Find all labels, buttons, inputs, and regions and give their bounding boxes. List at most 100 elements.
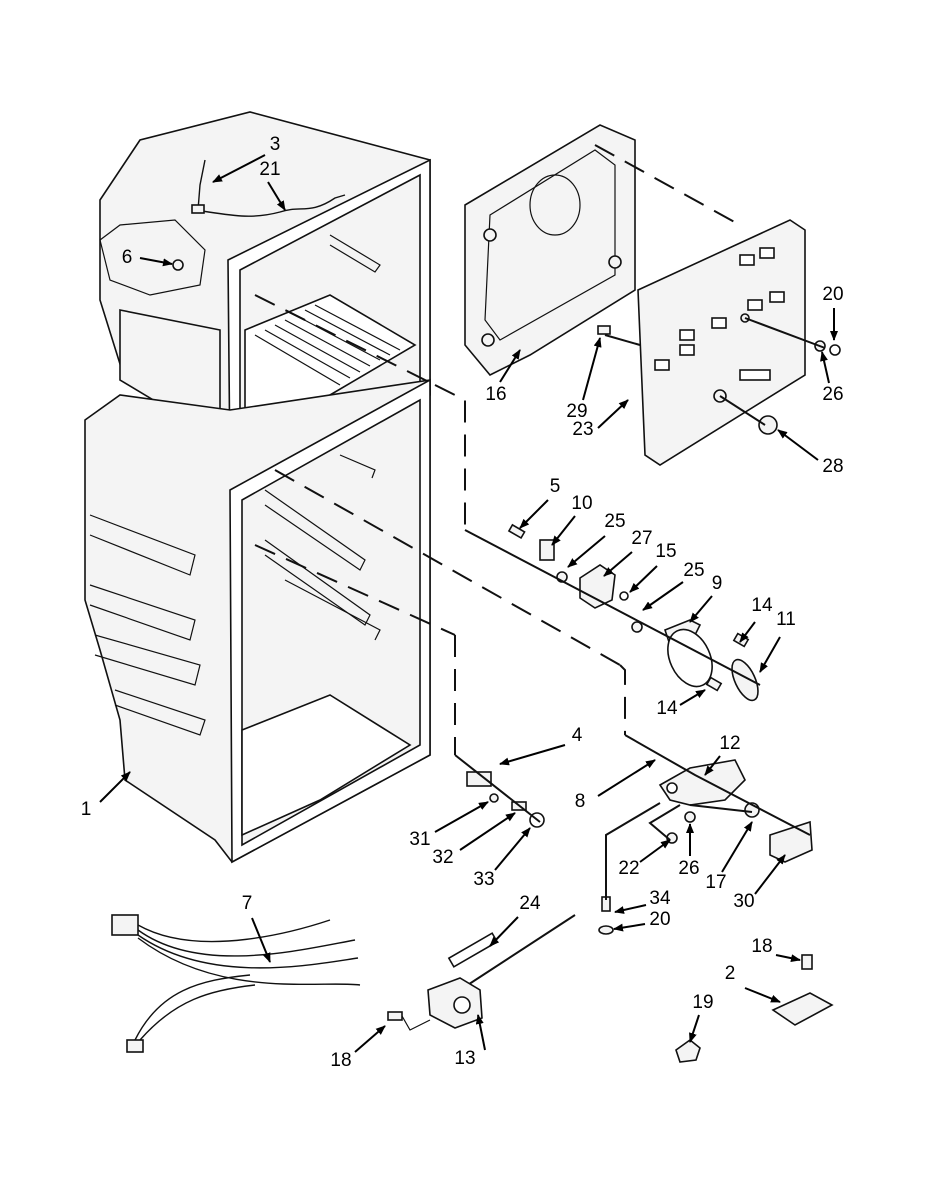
callout-arrow bbox=[354, 1025, 386, 1053]
callout-arrow bbox=[754, 854, 786, 895]
callout-label: 13 bbox=[454, 1048, 475, 1069]
callout-arrow bbox=[603, 551, 633, 577]
control-housing-12 bbox=[658, 759, 813, 863]
clip-29 bbox=[597, 325, 611, 335]
callout-label: 6 bbox=[122, 247, 133, 268]
callout-25: 25 bbox=[567, 511, 626, 568]
callout-4: 4 bbox=[499, 725, 583, 766]
callout-arrow bbox=[679, 689, 706, 706]
callout-18: 18 bbox=[330, 1025, 386, 1071]
callout-arrow bbox=[744, 987, 781, 1003]
callout-label: 12 bbox=[719, 733, 740, 754]
evaporator-cover-rear-16 bbox=[464, 124, 636, 376]
wire-harness-7 bbox=[111, 914, 361, 1053]
callout-label: 29 bbox=[566, 401, 587, 422]
callout-arrow bbox=[267, 181, 286, 211]
latch-4 bbox=[466, 771, 492, 787]
callout-label: 7 bbox=[242, 893, 253, 914]
callout-arrow bbox=[212, 154, 266, 183]
callout-label: 11 bbox=[776, 609, 796, 630]
assembly-leaders bbox=[254, 144, 826, 900]
callout-arrow bbox=[597, 399, 629, 429]
callout-arrow bbox=[721, 821, 753, 873]
callout-24: 24 bbox=[489, 893, 541, 947]
callout-8: 8 bbox=[575, 759, 656, 812]
callout-arrow bbox=[99, 771, 131, 803]
callout-arrow bbox=[689, 1014, 700, 1043]
cap-20-top bbox=[829, 344, 841, 356]
callout-arrow bbox=[739, 621, 756, 643]
callout-arrow bbox=[499, 349, 521, 383]
capillary bbox=[459, 914, 576, 991]
callout-label: 20 bbox=[649, 909, 670, 930]
evaporator-cover-front-23 bbox=[637, 219, 806, 466]
callout-arrow bbox=[489, 916, 519, 947]
callout-label: 8 bbox=[575, 791, 586, 812]
callout-label: 16 bbox=[485, 384, 506, 405]
callout-arrow bbox=[777, 429, 819, 461]
callout-arrow bbox=[639, 839, 671, 863]
callout-19: 19 bbox=[689, 992, 714, 1043]
callout-label: 18 bbox=[330, 1050, 351, 1071]
fan-assembly bbox=[507, 523, 759, 702]
callout-6: 6 bbox=[122, 247, 173, 268]
callout-arrow bbox=[642, 581, 684, 611]
callout-arrow bbox=[614, 904, 647, 914]
sensor-3 bbox=[197, 159, 206, 211]
callout-label: 25 bbox=[683, 560, 704, 581]
callout-14: 14 bbox=[739, 595, 773, 643]
callout-label: 17 bbox=[705, 872, 726, 893]
screw-18-left bbox=[387, 1011, 403, 1021]
thermostat-13 bbox=[427, 977, 483, 1029]
callout-22: 22 bbox=[618, 839, 671, 879]
callout-label: 22 bbox=[618, 858, 639, 879]
callout-20: 20 bbox=[822, 284, 844, 341]
washer-31 bbox=[489, 793, 499, 803]
callout-label: 26 bbox=[822, 384, 843, 405]
knob-28 bbox=[758, 415, 778, 435]
control-board-2 bbox=[771, 992, 834, 1026]
callout-arrow bbox=[459, 812, 516, 851]
callout-16: 16 bbox=[485, 349, 521, 405]
callout-18: 18 bbox=[751, 936, 801, 963]
callout-33: 33 bbox=[473, 827, 531, 890]
callout-32: 32 bbox=[432, 812, 516, 868]
callout-label: 21 bbox=[259, 159, 280, 180]
callout-11: 11 bbox=[759, 609, 796, 673]
wire-harness-21 bbox=[194, 194, 346, 217]
callout-arrow bbox=[613, 923, 646, 932]
callout-label: 18 bbox=[751, 936, 772, 957]
callout-arrow bbox=[494, 827, 531, 871]
callout-7: 7 bbox=[242, 893, 271, 963]
callout-arrow bbox=[499, 744, 566, 766]
washer-20 bbox=[598, 925, 614, 935]
callout-3: 3 bbox=[212, 134, 281, 183]
callout-arrow bbox=[759, 636, 781, 673]
callout-29: 29 bbox=[566, 337, 602, 422]
callout-label: 14 bbox=[656, 698, 678, 719]
callout-label: 5 bbox=[550, 476, 561, 497]
tube-24 bbox=[447, 932, 499, 968]
callout-arrow bbox=[551, 515, 576, 546]
callout-21: 21 bbox=[259, 159, 286, 211]
callout-26: 26 bbox=[678, 823, 700, 879]
callout-arrow bbox=[567, 535, 606, 568]
callout-label: 19 bbox=[692, 992, 713, 1013]
callout-31: 31 bbox=[409, 801, 489, 850]
callout-label: 23 bbox=[572, 419, 593, 440]
callout-label: 3 bbox=[270, 134, 281, 155]
callout-label: 9 bbox=[712, 573, 723, 594]
callout-26: 26 bbox=[820, 351, 844, 405]
callout-label: 32 bbox=[432, 847, 453, 868]
callout-label: 15 bbox=[655, 541, 676, 562]
callout-17: 17 bbox=[705, 821, 753, 893]
callout-arrow bbox=[689, 595, 713, 623]
screw-18-right bbox=[801, 954, 813, 970]
callout-10: 10 bbox=[551, 493, 593, 546]
callout-arrow bbox=[519, 499, 549, 529]
callout-5: 5 bbox=[519, 476, 561, 529]
callout-arrow bbox=[139, 257, 173, 267]
callout-arrow bbox=[582, 337, 602, 401]
